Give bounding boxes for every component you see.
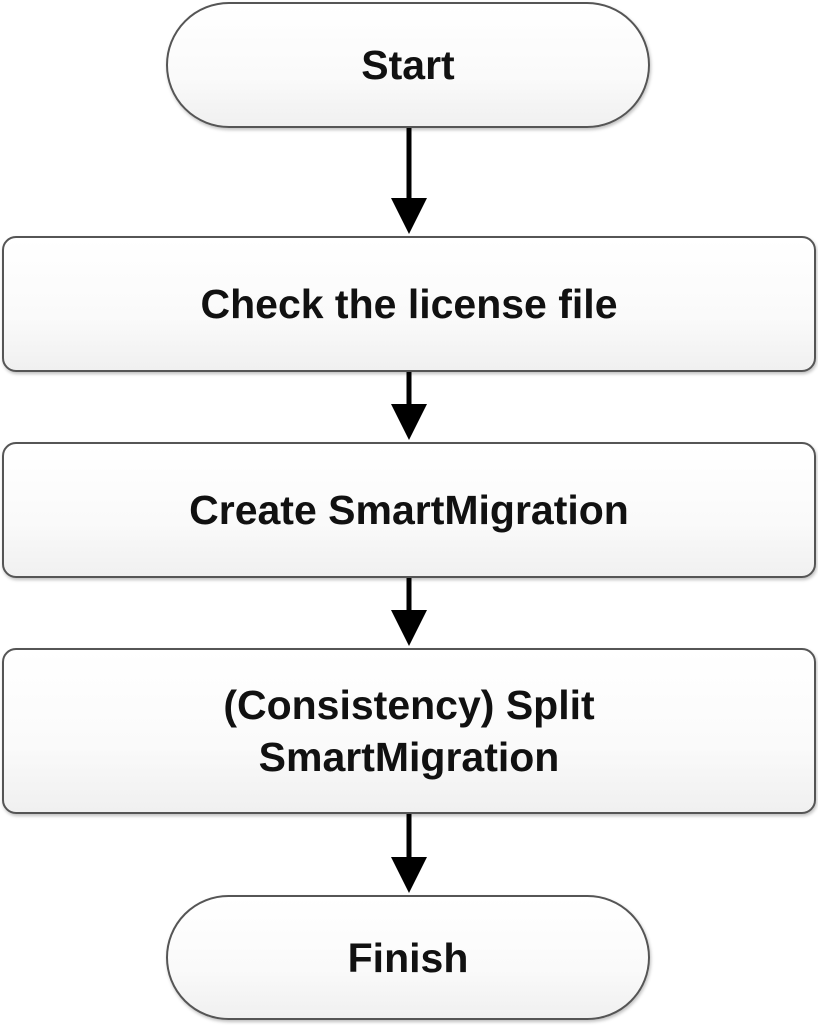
split-label-line1: (Consistency) Split <box>223 682 595 728</box>
finish-node: Finish <box>166 895 650 1020</box>
start-node: Start <box>166 2 650 128</box>
split-label-line2: SmartMigration <box>258 734 560 780</box>
create-smartmigration-label: Create SmartMigration <box>189 487 629 533</box>
arrow-start-to-check <box>391 128 427 234</box>
finish-label: Finish <box>347 934 469 981</box>
arrow-check-to-create <box>391 372 427 440</box>
arrow-split-to-finish <box>391 814 427 893</box>
split-smartmigration-node: (Consistency) Split SmartMigration <box>2 648 816 814</box>
create-smartmigration-node: Create SmartMigration <box>2 442 816 578</box>
arrow-create-to-split <box>391 578 427 646</box>
check-license-label: Check the license file <box>200 281 618 327</box>
start-label: Start <box>361 42 455 88</box>
check-license-node: Check the license file <box>2 236 816 372</box>
